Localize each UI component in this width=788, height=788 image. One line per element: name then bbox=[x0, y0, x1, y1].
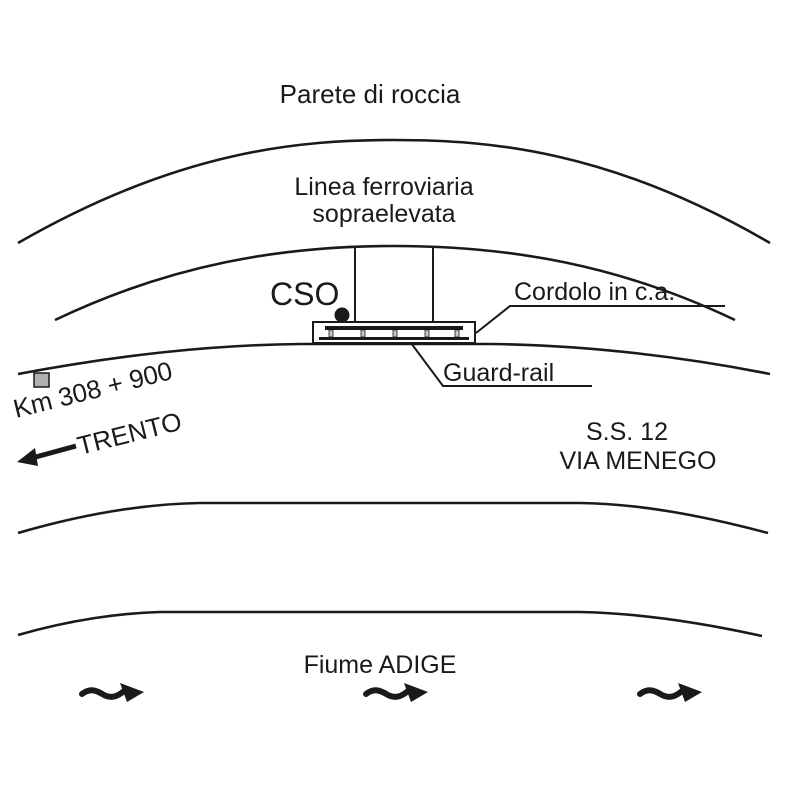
guard-rail-label: Guard-rail bbox=[443, 359, 554, 387]
cso-dot-icon bbox=[334, 307, 350, 323]
guard-rail-leader-line bbox=[410, 342, 592, 387]
rock-wall-boundary bbox=[17, 138, 771, 245]
curb-structure bbox=[312, 321, 476, 344]
river-label: Fiume ADIGE bbox=[304, 651, 457, 679]
road-lower-edge bbox=[17, 501, 769, 535]
arrow-left-icon bbox=[17, 443, 77, 466]
curb-label: Cordolo in c.a. bbox=[514, 278, 675, 306]
road-label-line2: VIA MENEGO bbox=[560, 447, 717, 475]
road-label-line1: S.S. 12 bbox=[586, 418, 668, 446]
curb-leader-line bbox=[475, 305, 725, 334]
river-bank bbox=[17, 610, 763, 638]
trento-direction-label: TRENTO bbox=[74, 406, 185, 461]
rock-wall-label: Parete di roccia bbox=[280, 79, 461, 109]
railway-boundary bbox=[54, 244, 736, 322]
flow-arrow-icon-2 bbox=[363, 683, 428, 702]
flow-arrow-icon-1 bbox=[79, 683, 144, 702]
km-square-marker-icon bbox=[33, 372, 50, 388]
railway-label-line2: sopraelevata bbox=[312, 200, 455, 228]
railway-label-line1: Linea ferroviaria bbox=[294, 173, 473, 201]
cso-label: CSO bbox=[270, 276, 339, 312]
flow-arrow-icon-3 bbox=[637, 683, 702, 702]
